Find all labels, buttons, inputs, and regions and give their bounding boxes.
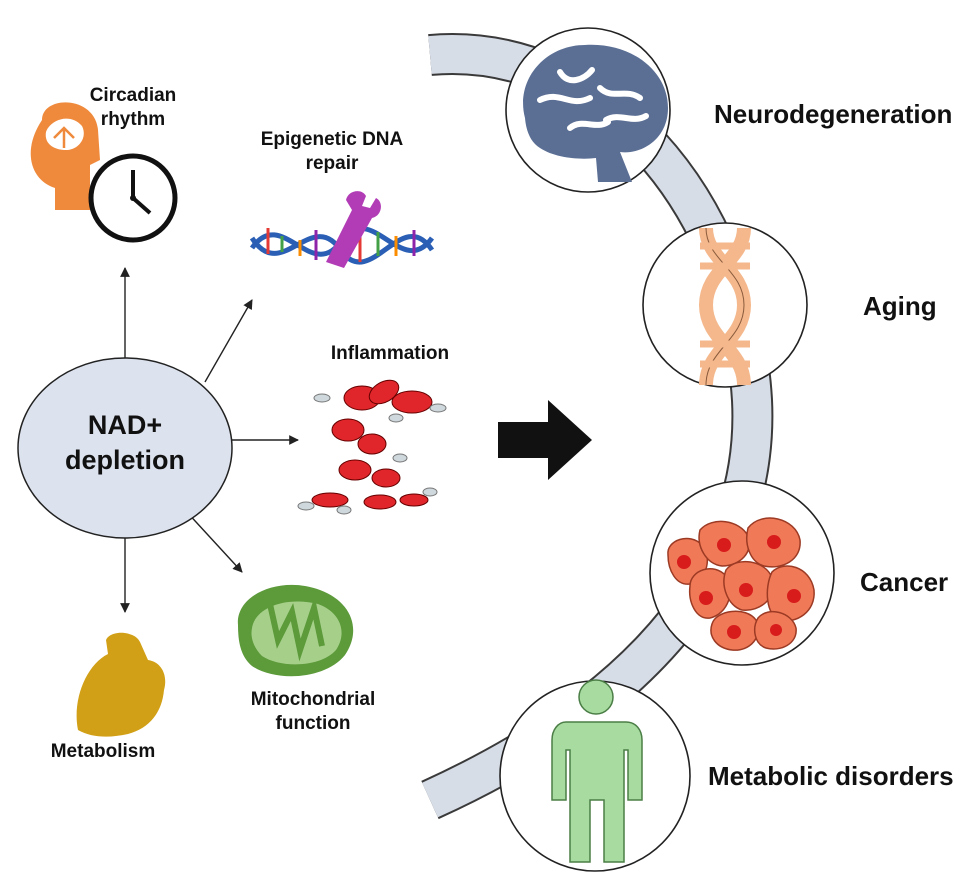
dna-helix-icon — [698, 227, 752, 386]
dna-wrench-icon — [249, 191, 435, 268]
nad-depletion-node — [17, 357, 233, 539]
inflammation-label: Inflammation — [330, 343, 450, 364]
aging-label: Aging — [863, 291, 937, 321]
nad-depletion-label: NAD+ depletion — [65, 410, 185, 476]
neurodegeneration-label: Neurodegeneration — [714, 99, 953, 129]
neurodegeneration-circle — [505, 27, 671, 193]
mitochondrial-function-label: Mitochondrial function — [250, 689, 376, 734]
big-arrow-icon — [498, 400, 592, 480]
flexed-arm-icon — [76, 632, 166, 737]
mitochondrion-icon — [237, 584, 354, 677]
circadian-rhythm-label: Circadian rhythm — [89, 85, 177, 130]
metabolic-disorders-label: Metabolic disorders — [708, 761, 954, 791]
cancer-cells-icon — [667, 517, 815, 651]
aging-circle — [642, 222, 808, 388]
blood-cells-icon — [297, 379, 447, 515]
person-icon — [551, 679, 643, 863]
arrow-to-dna-repair — [204, 299, 253, 383]
metabolism-label: Metabolism — [50, 741, 156, 762]
epigenetic-dna-repair-label: Epigenetic DNA repair — [260, 129, 404, 174]
head-clock-icon — [30, 102, 178, 243]
brain-icon — [523, 44, 668, 183]
metabolic-disorders-circle — [499, 679, 691, 872]
arrow-to-mitochondrial — [184, 509, 243, 573]
cancer-circle — [649, 480, 835, 666]
cancer-label: Cancer — [860, 567, 949, 597]
